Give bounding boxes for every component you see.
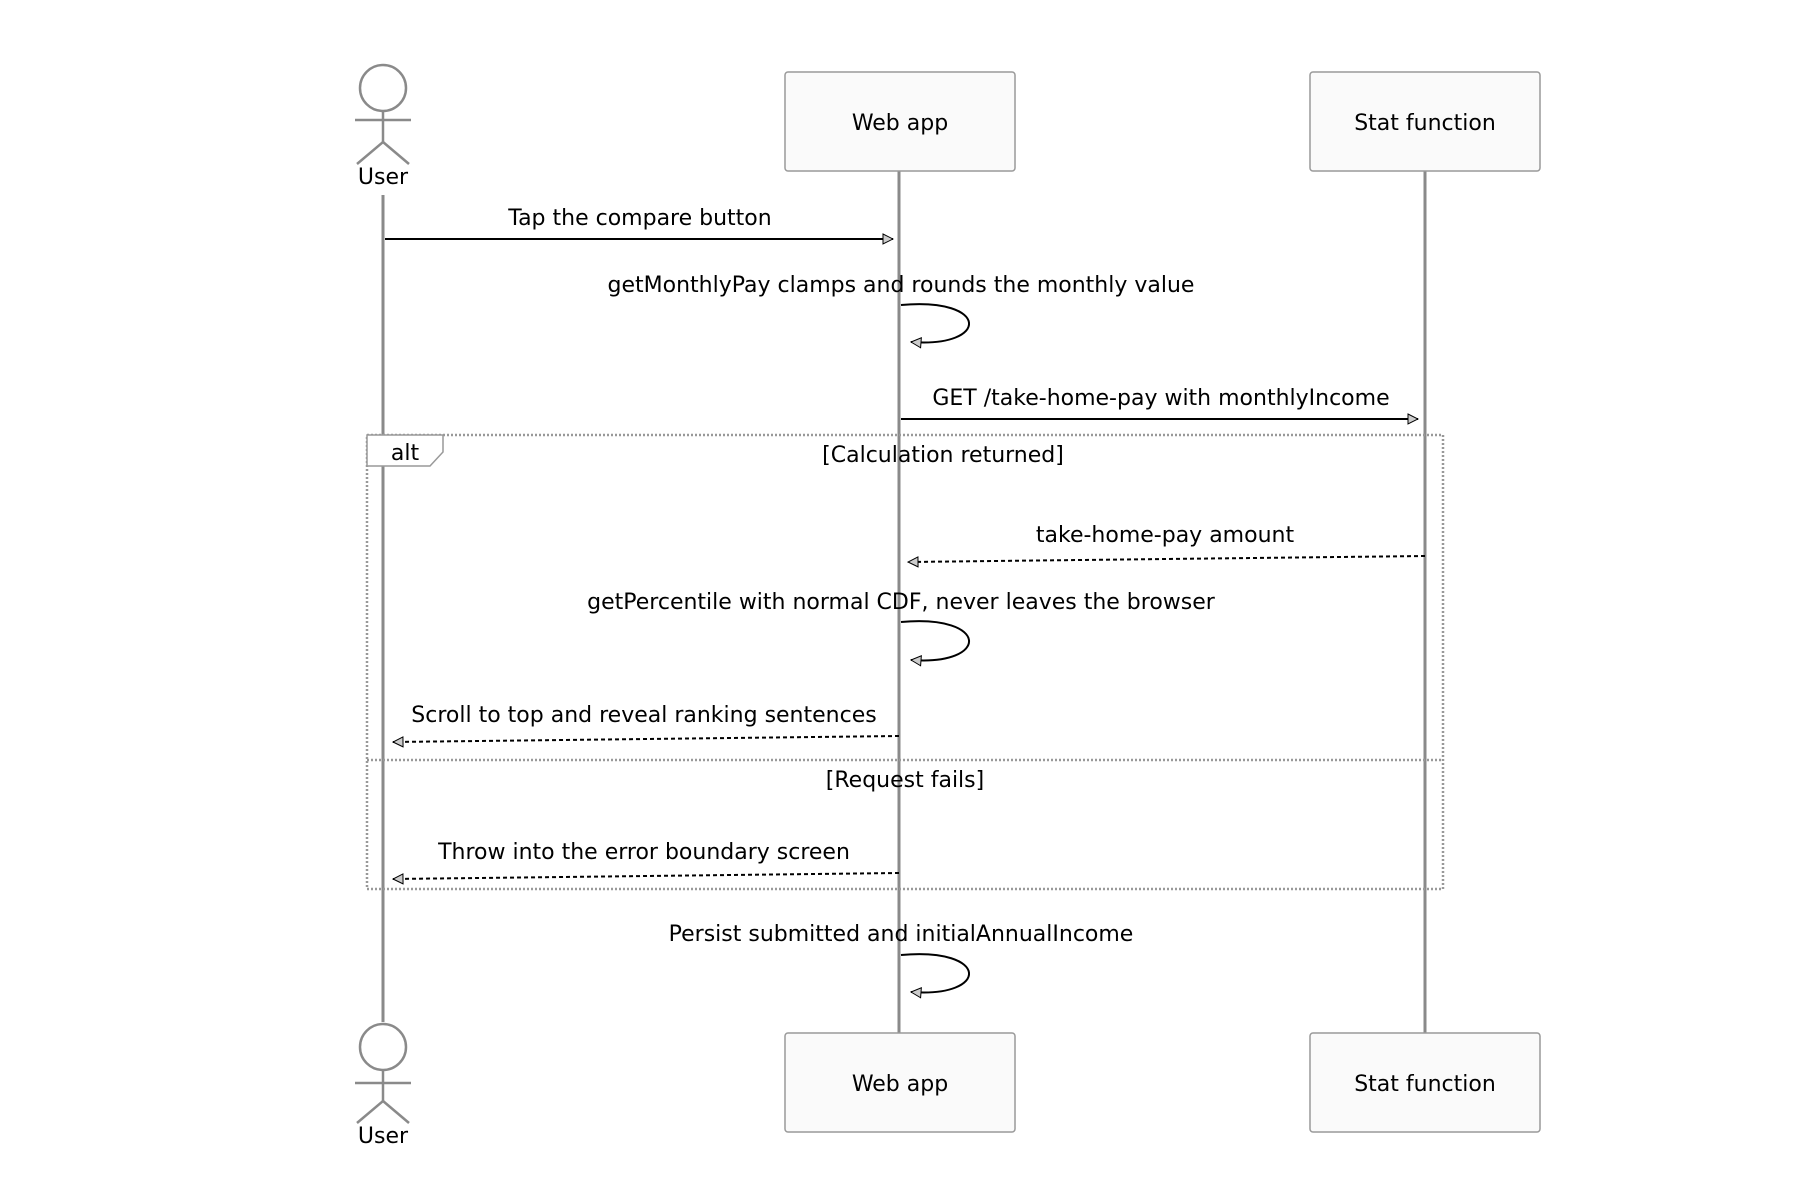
participant-label: Web app (852, 1072, 948, 1097)
participant-box (1309, 71, 1541, 172)
participant-box (784, 71, 1016, 172)
participant-stat-function-bottom: Stat function (1309, 1032, 1541, 1133)
participant-stat-function-top: Stat function (1309, 71, 1541, 172)
alt-frame-label: alt (391, 441, 420, 466)
actor-user-label: User (358, 165, 409, 190)
participant-label: Stat function (1354, 1072, 1496, 1097)
participant-box (1309, 1032, 1541, 1133)
alt-condition-failure: [Request fails] (826, 768, 984, 793)
message-label: getMonthlyPay clamps and rounds the mont… (608, 273, 1195, 298)
self-message-loop (900, 620, 970, 660)
actor-head (358, 63, 408, 113)
participant-box (784, 1032, 1016, 1133)
message-throw-error: Throw into the error boundary screen (393, 840, 900, 879)
message-take-home-amount: take-home-pay amount (908, 523, 1426, 562)
alt-frame: alt [Calculation returned] [Request fail… (365, 433, 1445, 891)
message-label: GET /take-home-pay with monthlyIncome (932, 386, 1389, 411)
message-arrow (393, 872, 900, 879)
message-get-take-home: GET /take-home-pay with monthlyIncome (901, 386, 1418, 419)
message-arrow (908, 555, 1426, 562)
message-scroll-reveal: Scroll to top and reveal ranking sentenc… (393, 703, 900, 742)
alt-frame-tab (366, 434, 444, 467)
self-message-loop (900, 303, 970, 342)
message-label: Persist submitted and initialAnnualIncom… (669, 922, 1134, 947)
message-get-percentile: getPercentile with normal CDF, never lea… (587, 590, 1216, 660)
message-persist: Persist submitted and initialAnnualIncom… (669, 922, 1134, 992)
message-tap-compare: Tap the compare button (385, 206, 893, 239)
participant-label: Web app (852, 111, 948, 136)
participant-label: Stat function (1354, 111, 1496, 136)
self-message-loop (900, 953, 970, 992)
actor-user-top: User (355, 63, 411, 190)
alt-frame-border (365, 433, 1445, 891)
message-label: Throw into the error boundary screen (437, 840, 850, 865)
message-label: Scroll to top and reveal ranking sentenc… (411, 703, 876, 728)
participant-web-app-bottom: Web app (784, 1032, 1016, 1133)
actor-head (358, 1022, 408, 1072)
message-arrow (393, 735, 900, 742)
message-label: take-home-pay amount (1036, 523, 1295, 548)
message-label: getPercentile with normal CDF, never lea… (587, 590, 1216, 615)
participant-web-app-top: Web app (784, 71, 1016, 172)
actor-user-label: User (358, 1124, 409, 1149)
message-label: Tap the compare button (507, 206, 771, 231)
alt-condition-success: [Calculation returned] (822, 443, 1064, 468)
message-get-monthly-pay: getMonthlyPay clamps and rounds the mont… (608, 273, 1195, 342)
actor-user-bottom: User (355, 1022, 411, 1149)
